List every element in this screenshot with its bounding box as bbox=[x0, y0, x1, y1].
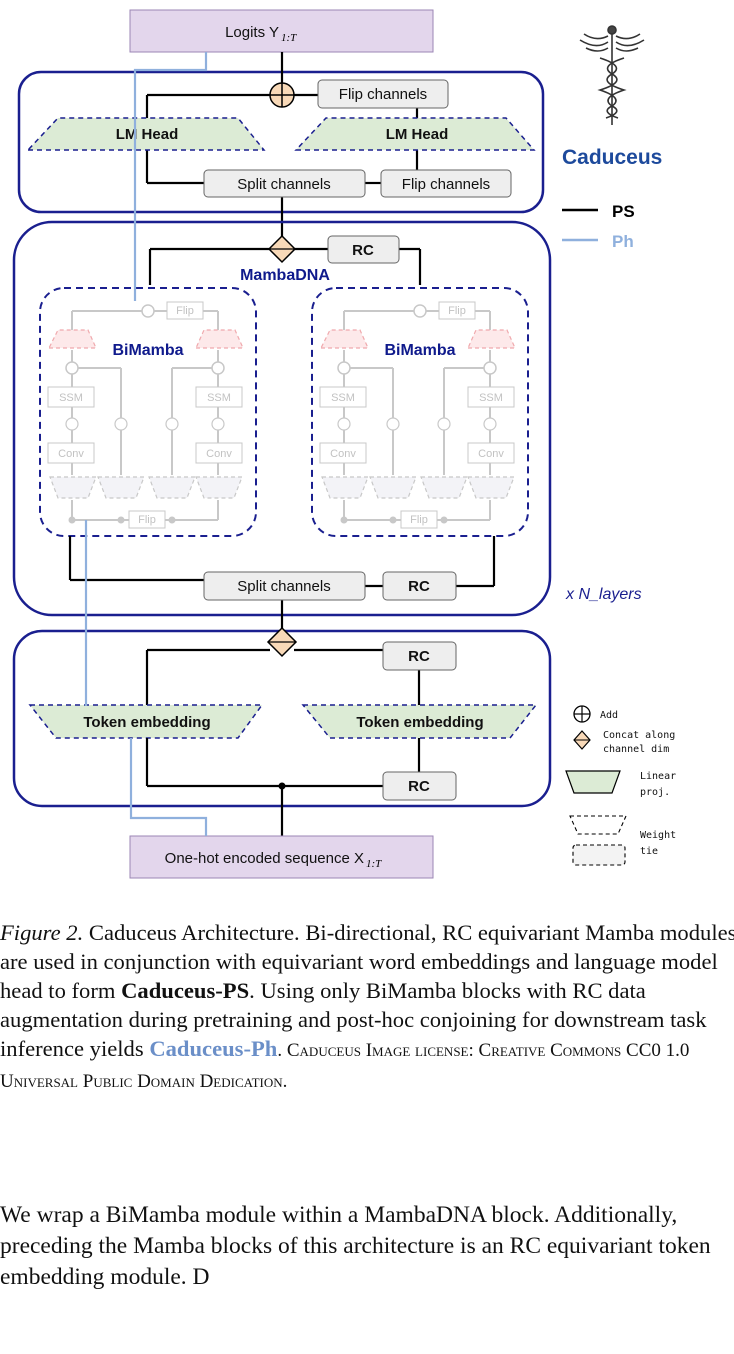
weight-tie-legend-icon-2 bbox=[572, 844, 626, 866]
bimamba-right-label: BiMamba bbox=[384, 342, 455, 359]
figure-caption: Figure 2. Caduceus Architecture. Bi-dire… bbox=[0, 918, 734, 1096]
svg-text:SSM: SSM bbox=[331, 392, 355, 404]
onehot-box bbox=[129, 835, 434, 879]
logits-label: Logits Y bbox=[225, 24, 279, 41]
rc-box-top bbox=[327, 235, 400, 264]
caption-text-b: . Using only BiMamba blocks with RC data… bbox=[0, 978, 707, 1061]
token-embedding-left-label: Token embedding bbox=[83, 714, 210, 731]
concat-legend-label-1: Concat along bbox=[603, 730, 675, 741]
n-layers-label: x N_layers bbox=[565, 586, 642, 603]
flip-channels-box-2 bbox=[380, 169, 512, 198]
svg-text:Flip: Flip bbox=[176, 305, 194, 317]
caption-text-a: Caduceus Architecture. Bi-directional, R… bbox=[0, 920, 734, 1003]
split-channels-label-top: Split channels bbox=[237, 176, 330, 193]
split-channels-box-mid bbox=[203, 571, 366, 601]
token-embedding-right-label: Token embedding bbox=[356, 714, 483, 731]
ps-legend-label: PS bbox=[612, 202, 635, 221]
caption-ps-name: Caduceus-PS bbox=[121, 978, 250, 1003]
caduceus-logo bbox=[579, 25, 645, 125]
rc-box-bottom-1 bbox=[382, 641, 457, 671]
rc-label-bottom-2: RC bbox=[408, 778, 430, 795]
weight-legend-label-2: tie bbox=[640, 846, 658, 857]
split-channels-label-mid: Split channels bbox=[237, 578, 330, 595]
mambadna-label: MambaDNA bbox=[240, 267, 330, 284]
architecture-diagram: Logits Y 1:T Flip channels LM Head LM He… bbox=[12, 9, 676, 879]
token-embedding-left bbox=[28, 704, 264, 739]
rc-box-mid bbox=[382, 571, 457, 601]
bimamba-right bbox=[311, 287, 529, 537]
linear-legend-label-2: proj. bbox=[640, 787, 670, 798]
token-embedding-right bbox=[301, 704, 538, 739]
svg-text:Flip: Flip bbox=[448, 305, 466, 317]
svg-text:Conv: Conv bbox=[206, 448, 232, 460]
flip-channels-label: Flip channels bbox=[339, 86, 427, 103]
body-paragraph-text: We wrap a BiMamba module within a MambaD… bbox=[0, 1202, 711, 1290]
svg-text:SSM: SSM bbox=[479, 392, 503, 404]
concat-legend-label-2: channel dim bbox=[603, 744, 669, 755]
add-legend-label: Add bbox=[600, 710, 618, 721]
svg-text:Flip: Flip bbox=[138, 514, 156, 526]
caduceus-title: Caduceus bbox=[562, 146, 662, 169]
svg-text:Conv: Conv bbox=[478, 448, 504, 460]
flip-channels-label-2: Flip channels bbox=[402, 176, 490, 193]
linear-legend-label-1: Linear bbox=[640, 771, 676, 782]
ph-legend-label: Ph bbox=[612, 232, 634, 251]
rc-box-bottom-2 bbox=[382, 771, 457, 801]
body-paragraph: We wrap a BiMamba module within a MambaD… bbox=[0, 1200, 734, 1293]
svg-text:Flip: Flip bbox=[410, 514, 428, 526]
svg-text:SSM: SSM bbox=[207, 392, 231, 404]
caption-figure-label: Figure 2. bbox=[0, 920, 84, 945]
svg-text:SSM: SSM bbox=[59, 392, 83, 404]
logits-box bbox=[129, 9, 434, 53]
caption-license: . Caduceus Image license: Creative Commo… bbox=[0, 1040, 690, 1092]
rc-label-top: RC bbox=[352, 242, 374, 259]
logits-subscript: 1:T bbox=[281, 32, 297, 44]
svg-text:Conv: Conv bbox=[330, 448, 356, 460]
caption-ph-name: Caduceus-Ph bbox=[149, 1036, 278, 1061]
bimamba-left-label: BiMamba bbox=[112, 342, 183, 359]
ph-path-bottom-2 bbox=[129, 738, 208, 836]
flip-channels-box bbox=[317, 79, 449, 109]
lm-head-right-label: LM Head bbox=[386, 126, 449, 143]
lm-head-left-label: LM Head bbox=[116, 126, 179, 143]
svg-text:Conv: Conv bbox=[58, 448, 84, 460]
split-channels-box-top bbox=[203, 169, 366, 198]
weight-tie-legend-icon-1 bbox=[569, 815, 627, 835]
lm-head-left bbox=[26, 117, 266, 151]
weight-legend-label-1: Weight bbox=[640, 830, 676, 841]
onehot-label: One-hot encoded sequence X bbox=[165, 850, 364, 867]
onehot-subscript: 1:T bbox=[366, 858, 382, 870]
lm-head-right bbox=[294, 117, 536, 151]
linear-proj-legend-icon bbox=[565, 770, 621, 794]
rc-label-bottom-1: RC bbox=[408, 648, 430, 665]
ph-path-top bbox=[133, 52, 208, 301]
rc-label-mid: RC bbox=[408, 578, 430, 595]
bimamba-left bbox=[39, 287, 257, 537]
